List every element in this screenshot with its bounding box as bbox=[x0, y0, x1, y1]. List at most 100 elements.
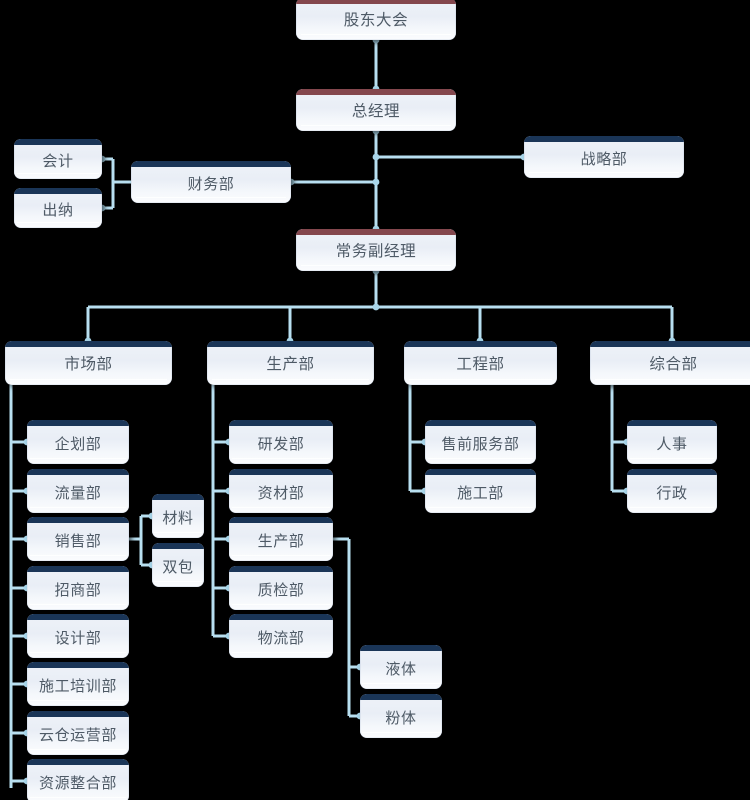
node-sheen bbox=[232, 458, 330, 459]
node-label: 质检部 bbox=[257, 581, 305, 599]
node-label: 财务部 bbox=[187, 175, 235, 193]
node-sheen bbox=[30, 749, 126, 750]
org-node-m2[interactable]: 流量部 bbox=[27, 469, 129, 513]
node-label: 粉体 bbox=[385, 709, 417, 727]
node-sheen bbox=[153, 581, 203, 582]
node-label: 物流部 bbox=[257, 629, 305, 647]
org-node-n7[interactable]: 常务副经理 bbox=[296, 229, 456, 271]
connector-dot bbox=[372, 303, 380, 311]
org-node-n2[interactable]: 总经理 bbox=[296, 89, 456, 131]
node-accent-bar bbox=[229, 517, 333, 523]
node-accent-bar bbox=[27, 662, 129, 668]
node-accent-bar bbox=[425, 420, 536, 426]
node-sheen bbox=[30, 700, 126, 701]
org-node-g2[interactable]: 行政 bbox=[627, 469, 717, 513]
org-node-q1[interactable]: 液体 bbox=[360, 645, 442, 689]
node-accent-bar bbox=[27, 469, 129, 475]
org-node-n6[interactable]: 出纳 bbox=[14, 188, 102, 228]
node-accent-bar bbox=[296, 89, 456, 95]
org-node-d4[interactable]: 综合部 bbox=[590, 341, 750, 385]
node-label: 常务副经理 bbox=[335, 243, 417, 261]
node-accent-bar bbox=[296, 229, 456, 235]
org-node-n3[interactable]: 战略部 bbox=[524, 136, 684, 178]
node-label: 行政 bbox=[656, 484, 688, 502]
node-accent-bar bbox=[360, 645, 442, 651]
node-accent-bar bbox=[27, 517, 129, 523]
org-node-q2[interactable]: 粉体 bbox=[360, 694, 442, 738]
node-accent-bar bbox=[152, 543, 204, 549]
node-accent-bar bbox=[627, 420, 717, 426]
node-accent-bar bbox=[590, 341, 750, 347]
node-label: 工程部 bbox=[456, 356, 505, 374]
node-accent-bar bbox=[296, 0, 456, 4]
org-node-m7[interactable]: 云仓运营部 bbox=[27, 711, 129, 755]
org-node-p2[interactable]: 资材部 bbox=[229, 469, 333, 513]
node-label: 设计部 bbox=[54, 629, 102, 647]
node-label: 综合部 bbox=[649, 356, 698, 374]
node-sheen bbox=[232, 604, 330, 605]
org-node-p5[interactable]: 物流部 bbox=[229, 614, 333, 658]
org-node-d2[interactable]: 生产部 bbox=[207, 341, 374, 385]
node-label: 战略部 bbox=[580, 150, 628, 168]
node-accent-bar bbox=[152, 494, 204, 500]
node-label: 会计 bbox=[42, 152, 74, 170]
node-accent-bar bbox=[524, 136, 684, 142]
node-label: 生产部 bbox=[266, 356, 315, 374]
node-sheen bbox=[16, 222, 100, 223]
node-sheen bbox=[30, 458, 126, 459]
node-sheen bbox=[232, 507, 330, 508]
edge-deputy-bus bbox=[86, 271, 674, 341]
node-sheen bbox=[232, 652, 330, 653]
org-node-p3[interactable]: 生产部 bbox=[229, 517, 333, 561]
node-label: 售前服务部 bbox=[441, 435, 520, 453]
org-node-p1[interactable]: 研发部 bbox=[229, 420, 333, 464]
org-node-p4[interactable]: 质检部 bbox=[229, 566, 333, 610]
org-node-n1[interactable]: 股东大会 bbox=[296, 0, 456, 40]
node-label: 招商部 bbox=[54, 581, 102, 599]
org-node-m6[interactable]: 施工培训部 bbox=[27, 662, 129, 706]
node-sheen bbox=[212, 379, 369, 380]
node-sheen bbox=[300, 265, 452, 266]
node-sheen bbox=[629, 458, 715, 459]
org-node-m4[interactable]: 招商部 bbox=[27, 566, 129, 610]
org-node-d1[interactable]: 市场部 bbox=[5, 341, 172, 385]
org-node-m8[interactable]: 资源整合部 bbox=[27, 759, 129, 800]
node-accent-bar bbox=[404, 341, 557, 347]
org-node-d3[interactable]: 工程部 bbox=[404, 341, 557, 385]
node-label: 出纳 bbox=[42, 201, 74, 219]
org-node-s1[interactable]: 材料 bbox=[152, 494, 204, 538]
node-accent-bar bbox=[360, 694, 442, 700]
org-node-m1[interactable]: 企划部 bbox=[27, 420, 129, 464]
org-node-m3[interactable]: 销售部 bbox=[27, 517, 129, 561]
org-node-e1[interactable]: 售前服务部 bbox=[425, 420, 536, 464]
node-label: 销售部 bbox=[54, 532, 102, 550]
org-node-g1[interactable]: 人事 bbox=[627, 420, 717, 464]
node-accent-bar bbox=[27, 420, 129, 426]
node-label: 资源整合部 bbox=[38, 774, 117, 792]
node-accent-bar bbox=[27, 711, 129, 717]
node-sheen bbox=[30, 507, 126, 508]
node-label: 人事 bbox=[656, 435, 688, 453]
org-node-n5[interactable]: 会计 bbox=[14, 139, 102, 179]
node-accent-bar bbox=[229, 420, 333, 426]
edge-sales-bracket bbox=[129, 514, 152, 567]
org-node-n4[interactable]: 财务部 bbox=[131, 161, 291, 203]
node-label: 资材部 bbox=[257, 484, 305, 502]
node-accent-bar bbox=[14, 188, 102, 194]
node-accent-bar bbox=[207, 341, 374, 347]
node-label: 生产部 bbox=[257, 532, 305, 550]
node-sheen bbox=[428, 458, 533, 459]
node-accent-bar bbox=[229, 566, 333, 572]
node-sheen bbox=[300, 125, 452, 126]
node-label: 企划部 bbox=[54, 435, 102, 453]
node-label: 流量部 bbox=[54, 484, 102, 502]
node-label: 液体 bbox=[385, 660, 417, 678]
org-node-e2[interactable]: 施工部 bbox=[425, 469, 536, 513]
node-label: 股东大会 bbox=[343, 12, 409, 30]
org-node-m5[interactable]: 设计部 bbox=[27, 614, 129, 658]
org-node-s2[interactable]: 双包 bbox=[152, 543, 204, 587]
node-label: 云仓运营部 bbox=[38, 726, 117, 744]
node-accent-bar bbox=[27, 759, 129, 765]
node-accent-bar bbox=[229, 614, 333, 620]
